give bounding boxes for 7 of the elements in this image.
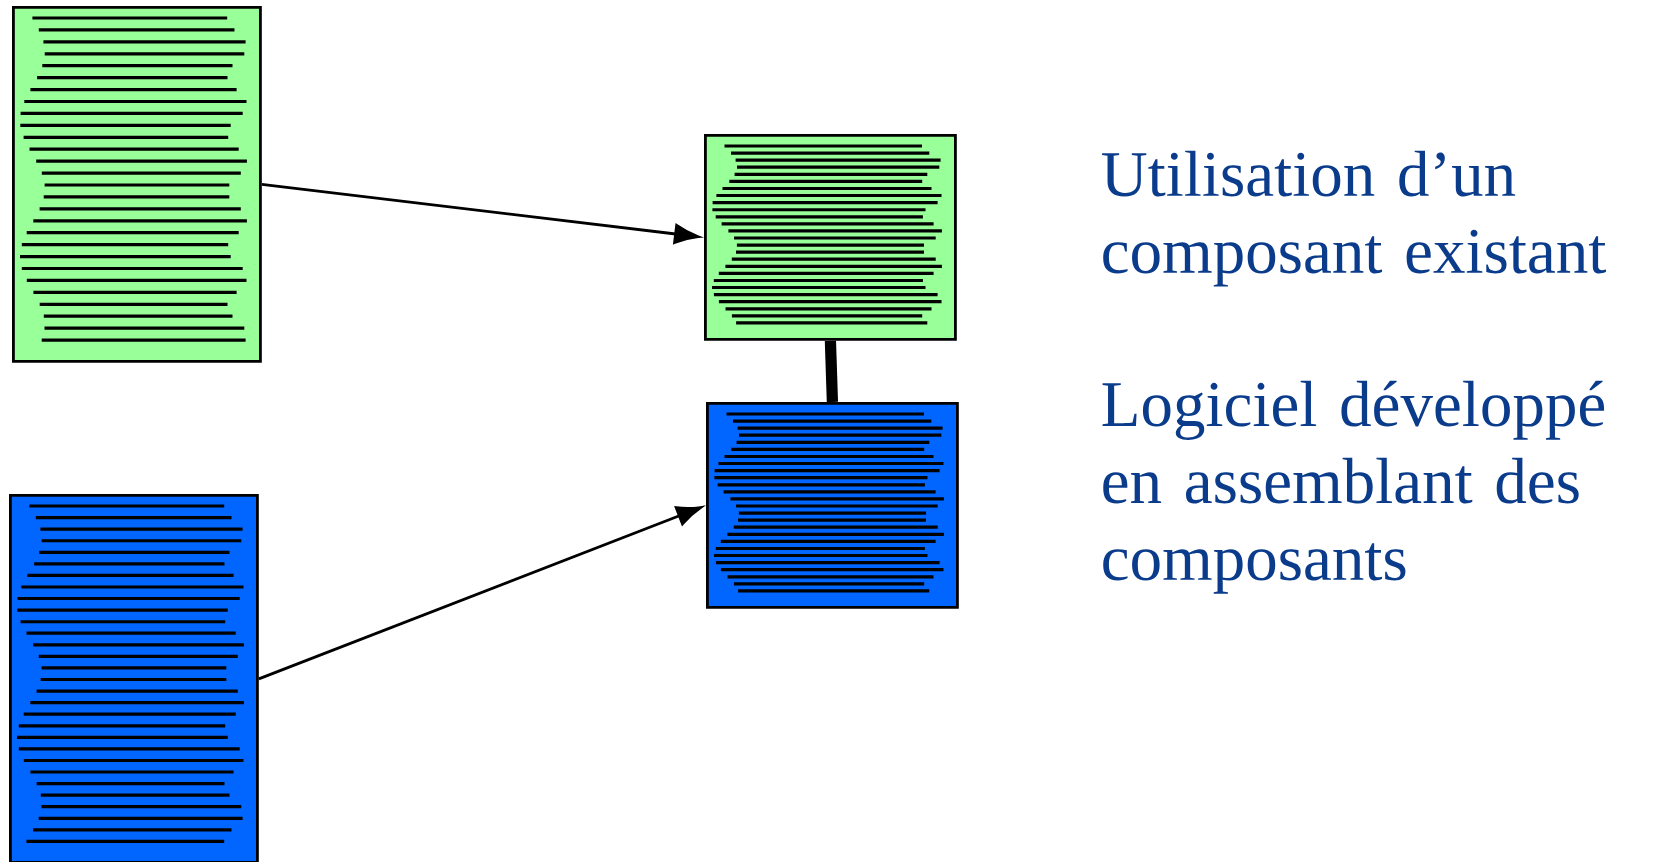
- caption-text: Logiciel développé en assemblant des composants: [1102, 380, 1605, 594]
- document-box: [9, 494, 259, 862]
- connector-bar: [824, 340, 839, 403]
- document-box: [12, 6, 262, 363]
- caption-text: Utilisation d’un composant existant: [1102, 150, 1606, 287]
- document-box: [704, 134, 957, 341]
- document-box: [706, 402, 959, 609]
